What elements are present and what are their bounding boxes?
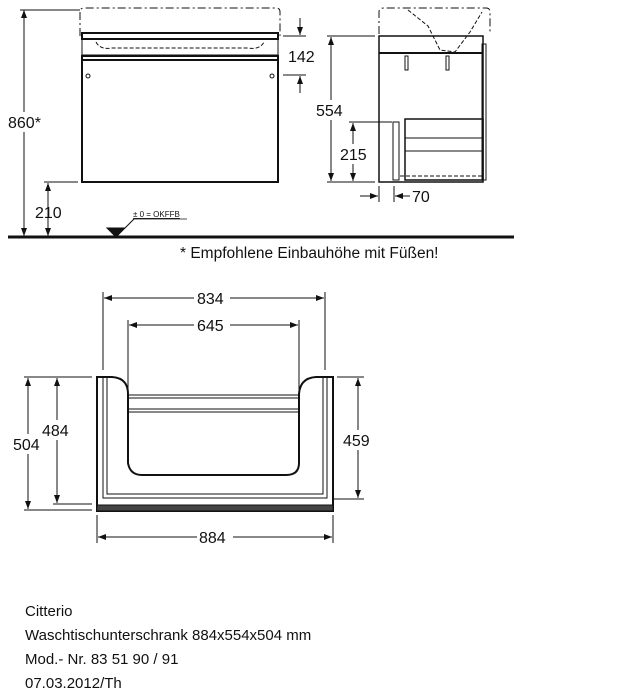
dim-top-offset: 142 [288, 49, 315, 66]
dim-side-height: 554 [316, 103, 343, 120]
dim-floor-clearance: 210 [35, 205, 62, 222]
title-block: Citterio Waschtischunterschrank 884x554x… [25, 600, 311, 696]
dim-total-height: 860* [8, 115, 41, 132]
dim-width-total: 884 [199, 530, 226, 547]
dim-top-width-inner: 645 [197, 318, 224, 335]
installation-note: * Empfohlene Einbauhöhe mit Füßen! [180, 245, 439, 262]
dim-side-offset: 70 [412, 189, 430, 206]
dim-depth-right: 459 [343, 433, 370, 450]
dim-top-width-outer: 834 [197, 291, 224, 308]
side-view [378, 7, 491, 183]
front-view [79, 7, 281, 183]
product-name: Citterio [25, 603, 73, 620]
top-view [96, 376, 334, 512]
product-description: Waschtischunterschrank 884x554x504 mm [25, 627, 312, 644]
drawing-date: 07.03.2012/Th [25, 675, 122, 692]
dim-depth-total: 504 [13, 437, 40, 454]
floor-marker: ± 0 = OKFFB [133, 210, 180, 219]
model-number: Mod.- Nr. 83 51 90 / 91 [25, 651, 179, 668]
dim-drawer-height: 215 [340, 147, 367, 164]
dim-depth-inner: 484 [42, 423, 69, 440]
